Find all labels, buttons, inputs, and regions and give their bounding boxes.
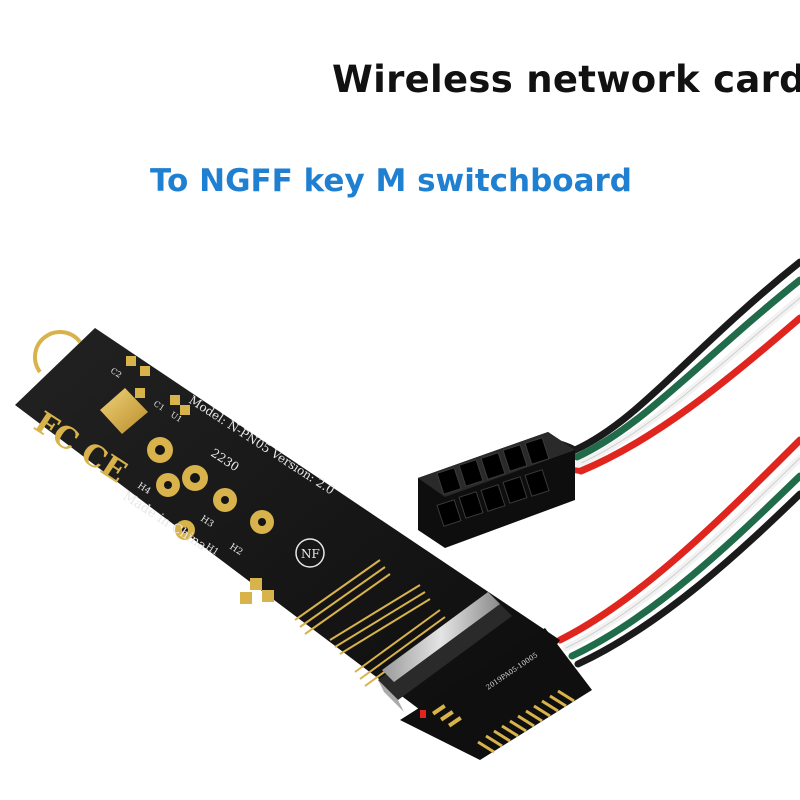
upper-wire-bundle [542,258,800,475]
lower-wire-bundle [556,436,800,668]
brand-logo: NF [295,538,325,568]
pin-header-connector [418,432,575,548]
pad-array-upper [294,559,431,655]
page-subtitle: To NGFF key M switchboard [150,163,632,199]
page-title: Wireless network card [332,58,800,101]
svg-text:NF: NF [301,547,320,561]
fpc-connector [378,592,512,712]
chip-pad [100,388,148,434]
